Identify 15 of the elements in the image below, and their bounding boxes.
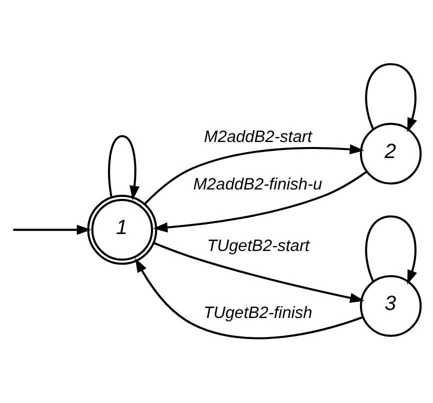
edge-label: TUgetB2-finish bbox=[203, 304, 312, 322]
edge-label: M2addB2-start bbox=[204, 128, 312, 146]
node-circle: 2 bbox=[360, 122, 422, 185]
arrow bbox=[365, 215, 418, 285]
arrow bbox=[365, 63, 418, 132]
arrow bbox=[13, 224, 92, 235]
arrow bbox=[144, 144, 364, 205]
edge-label: M2addB2-finish-u bbox=[193, 175, 322, 194]
arrow bbox=[108, 135, 140, 200]
arrow bbox=[135, 258, 364, 340]
edge-label: TUgetB2-start bbox=[207, 237, 310, 256]
arrow bbox=[153, 170, 368, 232]
arrow bbox=[153, 242, 364, 303]
node-circle: 3 bbox=[360, 275, 422, 337]
node-circle: 1 bbox=[87, 194, 158, 265]
